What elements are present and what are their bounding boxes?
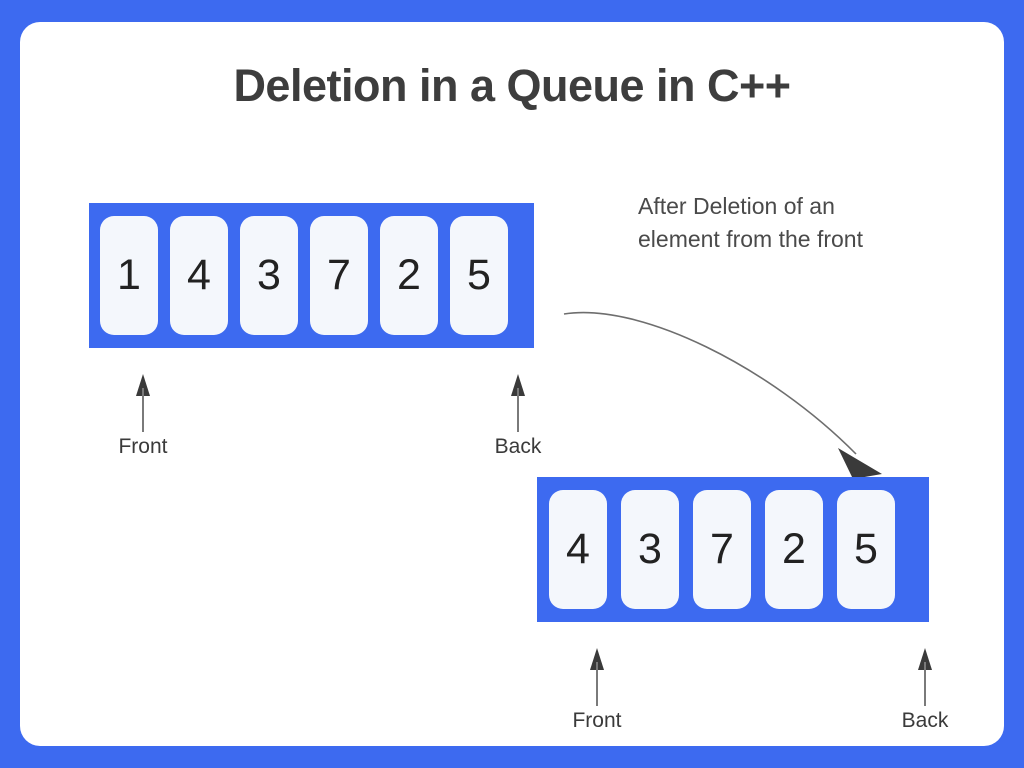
arrow-head [838, 448, 882, 479]
queue-cell: 3 [621, 490, 679, 609]
arrowhead [136, 374, 150, 396]
up-arrow-icon [880, 648, 970, 706]
queue-cell: 4 [549, 490, 607, 609]
arrowhead [590, 648, 604, 670]
up-arrow-icon [98, 374, 188, 432]
queue-cell: 4 [170, 216, 228, 335]
up-arrow-icon [552, 648, 642, 706]
front-pointer-before: Front [98, 374, 188, 459]
transition-caption: After Deletion of an element from the fr… [638, 190, 968, 256]
queue-before-deletion: 1 4 3 7 2 5 [89, 203, 534, 348]
queue-cell: 7 [693, 490, 751, 609]
queue-cell: 1 [100, 216, 158, 335]
arrow-stem [517, 388, 519, 432]
front-label: Front [572, 709, 622, 732]
up-arrow-icon [473, 374, 563, 432]
back-pointer-before: Back [473, 374, 563, 459]
front-pointer-after: Front [552, 648, 642, 733]
caption-line-2: element from the front [638, 226, 863, 252]
front-label: Front [118, 435, 168, 458]
back-pointer-after: Back [880, 648, 970, 733]
back-label: Back [494, 435, 542, 458]
queue-cell: 5 [837, 490, 895, 609]
arrow-stem [142, 388, 144, 432]
arrow-stem [924, 662, 926, 706]
queue-cell: 3 [240, 216, 298, 335]
back-label: Back [901, 709, 949, 732]
content-card: Deletion in a Queue in C++ 1 4 3 7 2 5 F… [20, 22, 1004, 746]
curved-transition-arrow-icon [563, 311, 882, 479]
arrowhead [511, 374, 525, 396]
page-title: Deletion in a Queue in C++ [233, 60, 791, 111]
queue-cell: 5 [450, 216, 508, 335]
queue-after-deletion: 4 3 7 2 5 [537, 477, 929, 622]
caption-line-1: After Deletion of an [638, 193, 835, 219]
arrow-stem [596, 662, 598, 706]
arrow-curve [563, 311, 857, 455]
queue-cell: 2 [380, 216, 438, 335]
queue-cell: 2 [765, 490, 823, 609]
arrowhead [918, 648, 932, 670]
queue-cell: 7 [310, 216, 368, 335]
